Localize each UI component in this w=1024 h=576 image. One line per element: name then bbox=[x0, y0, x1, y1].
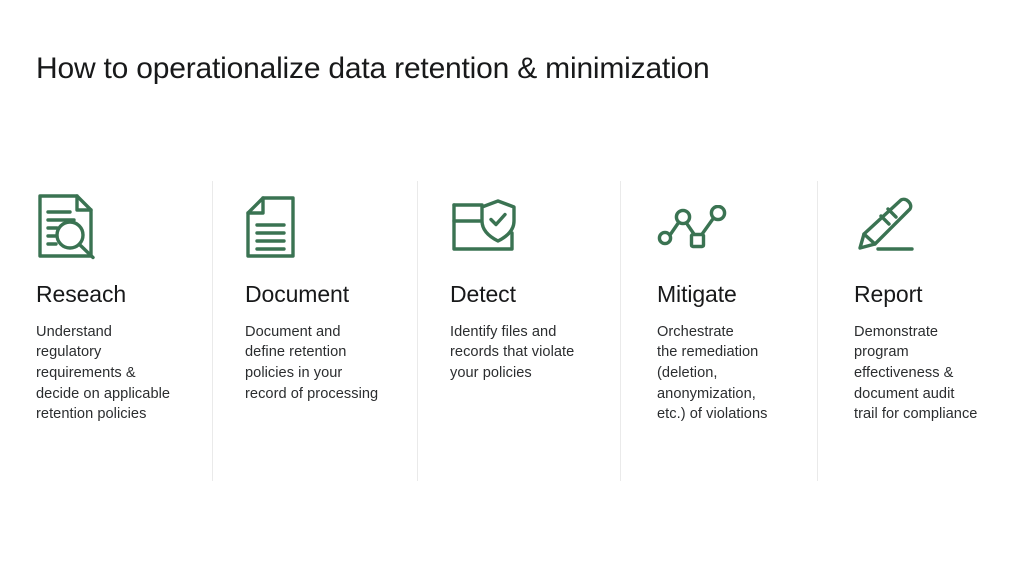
document-lines-icon bbox=[245, 181, 405, 273]
step-description: Document and define retention policies i… bbox=[245, 323, 379, 402]
records-shield-check-icon bbox=[450, 181, 608, 273]
step-description: Demonstrate program effectiveness & docu… bbox=[854, 323, 978, 423]
step-column-detect: Detect Identify files and records that v… bbox=[417, 181, 620, 481]
step-title: Report bbox=[854, 281, 923, 307]
step-title: Document bbox=[245, 281, 350, 307]
step-column-document: Document Document and define retention p… bbox=[212, 181, 417, 481]
step-description: Orchestrate the remediation (deletion, a… bbox=[657, 323, 768, 423]
node-graph-icon bbox=[657, 181, 805, 273]
step-column-report: Report Demonstrate program effectiveness… bbox=[817, 181, 1024, 481]
step-column-research: Reseach Understand regulatory requiremen… bbox=[0, 181, 212, 481]
document-magnifier-icon bbox=[36, 181, 200, 273]
page-title: How to operationalize data retention & m… bbox=[36, 52, 710, 85]
step-description: Understand regulatory requirements & dec… bbox=[36, 323, 171, 423]
steps-row: Reseach Understand regulatory requiremen… bbox=[0, 181, 1024, 481]
step-title: Detect bbox=[450, 281, 516, 307]
pencil-underline-icon bbox=[854, 181, 1012, 273]
step-description: Identify files and records that violate … bbox=[450, 323, 575, 381]
step-title: Reseach bbox=[36, 281, 127, 307]
step-title: Mitigate bbox=[657, 281, 737, 307]
step-column-mitigate: Mitigate Orchestrate the remediation (de… bbox=[620, 181, 817, 481]
